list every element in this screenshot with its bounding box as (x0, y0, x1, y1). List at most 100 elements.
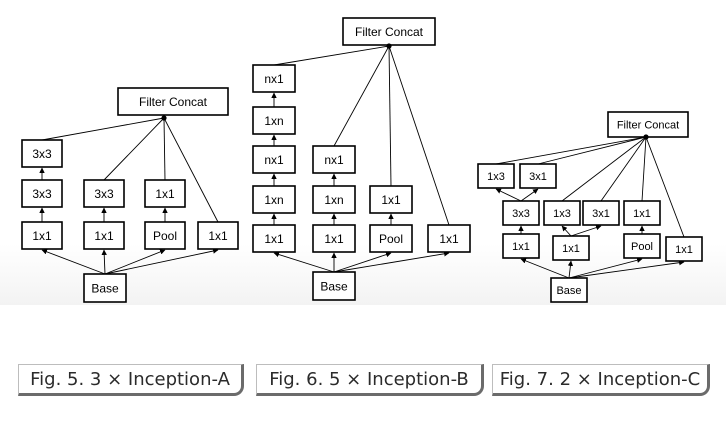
node-c-d1: 1x1 (665, 236, 703, 262)
node-c-d1-box (665, 236, 703, 262)
node-b-a1-label: 1x1 (264, 232, 284, 246)
node-a-b2: 3x3 (83, 179, 125, 208)
base-b-box (312, 271, 356, 301)
edge-c-a4-concat (537, 136, 647, 165)
node-c-a3: 1x3 (477, 163, 515, 189)
edge-a-d1-concat (163, 117, 219, 223)
node-b-a5: nx1 (252, 64, 296, 93)
concat-junction-c (643, 134, 649, 140)
node-c-c2-box (623, 200, 661, 226)
node-b-b2: 1xn (312, 185, 356, 214)
edge-a-base-a1 (41, 249, 106, 275)
node-c-a3-label: 1x3 (487, 171, 505, 183)
node-a-c2-box (144, 179, 186, 208)
edge-c-d1-concat (645, 136, 685, 238)
node-b-a4: 1xn (252, 106, 296, 135)
node-a-c2-label: 1x1 (155, 187, 175, 201)
node-a-d1: 1x1 (197, 221, 239, 250)
node-a-a2-label: 3x3 (32, 187, 52, 201)
edge-c-b1-b2 (561, 225, 572, 237)
node-a-a1-box (21, 221, 63, 250)
node-b-c2-box (369, 185, 413, 214)
node-a-b2-box (83, 179, 125, 208)
node-b-a2-box (252, 185, 296, 214)
node-c-b3-label: 3x1 (592, 208, 610, 220)
edge-a-base-c1 (104, 249, 166, 275)
edge-c-a2-a3 (495, 188, 522, 202)
node-b-a4-label: 1xn (264, 114, 283, 128)
node-b-a3: nx1 (252, 145, 296, 174)
filter-concat-a-label: Filter Concat (139, 95, 208, 109)
caption-inception-b: Fig. 6. 5 × Inception-B (256, 364, 484, 396)
edge-a-a3-concat (41, 117, 165, 141)
node-c-b3-box (582, 200, 620, 226)
node-c-a2: 3x3 (502, 200, 540, 226)
node-a-c1-box (144, 221, 186, 250)
node-a-a3: 3x3 (21, 139, 63, 168)
node-b-b2-label: 1xn (324, 193, 343, 207)
filter-concat-b-label: Filter Concat (355, 25, 424, 39)
node-c-b1-box (552, 235, 590, 261)
node-a-d1-label: 1x1 (208, 229, 228, 243)
base-c-label: Base (556, 285, 581, 297)
node-c-b1: 1x1 (552, 235, 590, 261)
node-c-a1-label: 1x1 (512, 241, 530, 253)
edge-c-b2-concat (561, 136, 647, 202)
node-b-b2-box (312, 185, 356, 214)
edge-c-c2-concat (641, 136, 647, 202)
node-a-c2: 1x1 (144, 179, 186, 208)
caption-inception-a: Fig. 5. 3 × Inception-A (18, 364, 244, 396)
base-b-label: Base (320, 279, 348, 293)
node-b-b3-label: nx1 (324, 153, 344, 167)
edge-b-b3-concat (333, 45, 390, 147)
base-c-box (550, 277, 588, 303)
node-c-d1-label: 1x1 (675, 244, 693, 256)
node-a-c1-label: Pool (153, 229, 177, 243)
node-b-a5-label: nx1 (264, 72, 284, 86)
node-c-a4-label: 3x1 (529, 171, 547, 183)
node-b-a3-label: nx1 (264, 153, 284, 167)
node-c-b2-label: 1x3 (553, 208, 571, 220)
node-c-b2: 1x3 (543, 200, 581, 226)
node-b-b1-box (312, 224, 356, 253)
node-a-a3-box (21, 139, 63, 168)
node-c-c1: Pool (623, 233, 661, 259)
base-a-box (83, 273, 127, 303)
node-c-b3: 3x1 (582, 200, 620, 226)
node-b-b3: nx1 (312, 145, 356, 174)
edge-a-c2-concat (163, 117, 166, 181)
node-c-a4-box (519, 163, 557, 189)
filter-concat-b-box (342, 17, 436, 46)
node-a-b2-label: 3x3 (94, 187, 114, 201)
edge-b-base-d1 (333, 251, 450, 273)
node-b-a4-box (252, 106, 296, 135)
node-b-a1-box (252, 224, 296, 253)
edge-c-base-c1 (568, 257, 643, 279)
base-a: Base (83, 273, 127, 303)
node-a-a3-label: 3x3 (32, 147, 52, 161)
node-c-c1-label: Pool (631, 241, 653, 253)
edge-b-a5-concat (273, 45, 390, 66)
node-a-b1-box (83, 221, 125, 250)
node-a-d1-box (197, 221, 239, 250)
edge-c-base-a1 (520, 258, 570, 279)
node-b-c1-label: Pool (379, 232, 403, 246)
node-b-c2: 1x1 (369, 185, 413, 214)
node-b-a5-box (252, 64, 296, 93)
concat-junction-a (161, 115, 167, 121)
node-b-a2: 1xn (252, 185, 296, 214)
caption-inception-c: Fig. 7. 2 × Inception-C (492, 364, 710, 396)
node-a-b1: 1x1 (83, 221, 125, 250)
filter-concat-a: Filter Concat (117, 87, 229, 116)
edge-c-a2-a4 (520, 188, 539, 202)
edge-a-base-b1 (101, 249, 107, 275)
edge-b-base-c1 (333, 252, 392, 273)
node-c-c2: 1x1 (623, 200, 661, 226)
node-c-b2-box (543, 200, 581, 226)
node-c-a1: 1x1 (502, 233, 540, 259)
node-b-c1-box (369, 224, 413, 253)
edge-c-base-d1 (568, 260, 685, 279)
node-b-b3-box (312, 145, 356, 174)
